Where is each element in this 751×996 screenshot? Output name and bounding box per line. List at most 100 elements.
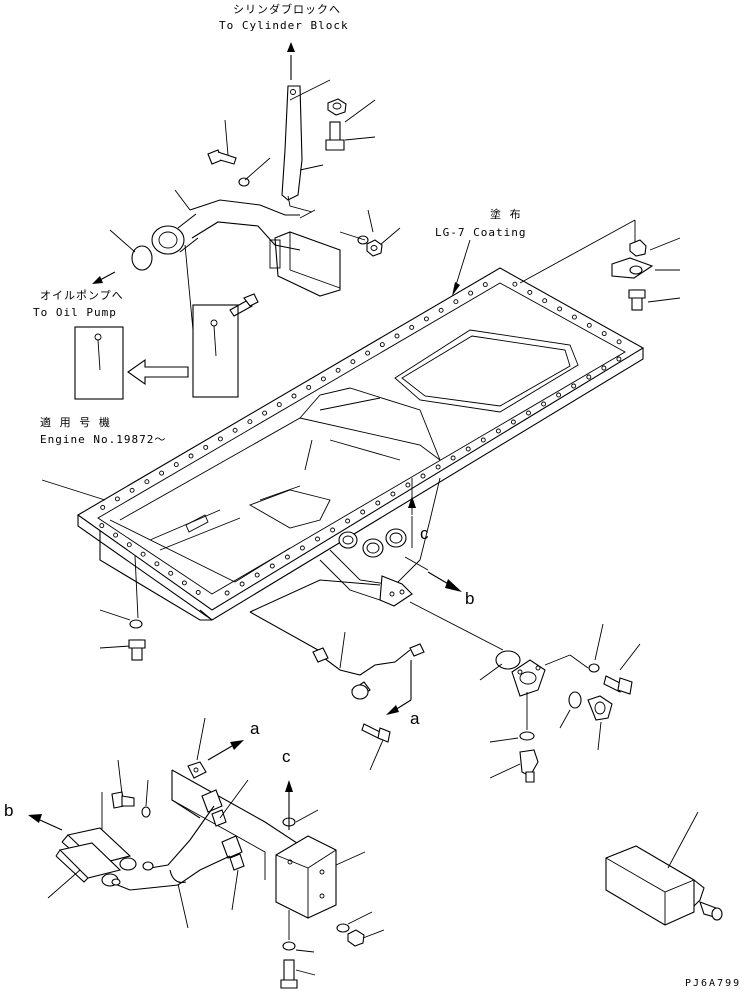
flange-bolt <box>603 643 641 695</box>
pan-bolt-hole <box>247 419 253 425</box>
pan-bolt-hole <box>542 298 548 304</box>
ref-b-left: b <box>4 801 14 820</box>
pan-bolt-hole <box>168 570 174 576</box>
pan-bolt-hole <box>276 402 282 408</box>
top-nut <box>327 98 347 116</box>
pan-bolt-hole <box>435 464 441 470</box>
pan-bolt-hole <box>173 462 179 468</box>
pan-bolt-hole <box>129 487 135 493</box>
harness-bolt <box>111 759 135 809</box>
pan-bolt-hole <box>350 359 356 365</box>
drain-plugs <box>338 528 413 607</box>
pan-bolt-hole <box>375 500 381 506</box>
pan-bolt <box>128 639 146 661</box>
pan-bolt-hole <box>113 532 119 538</box>
pan-bolt-hole <box>345 518 351 524</box>
pan-bolt-hole <box>556 392 562 398</box>
pan-bolt-hole <box>601 365 607 371</box>
flange-washer <box>588 623 604 673</box>
ref-a-lower: a <box>250 719 260 738</box>
top-leaders <box>109 79 401 253</box>
pan-bolt-hole <box>159 470 165 476</box>
pan-bolt-hole <box>140 551 146 557</box>
harness-bracket <box>171 717 301 911</box>
pan-bolt-hole <box>482 282 488 288</box>
pan-bolt-hole <box>254 572 260 578</box>
pan-bolt-hole <box>315 536 320 542</box>
pan-bolt-hole <box>330 527 336 533</box>
pan-bolt-hole <box>480 437 486 443</box>
pan-bolt-hole <box>239 581 245 587</box>
coating-label-jp: 塗 布 <box>490 208 522 221</box>
pan-bolt-hole <box>335 367 341 373</box>
pan-bolt-hole <box>203 444 209 450</box>
pipe-detail <box>605 811 723 926</box>
applicability-inset <box>74 244 239 400</box>
pressure-sensors <box>47 792 154 899</box>
pan-bolt-hole <box>224 590 230 596</box>
drain-plug <box>587 695 613 751</box>
pan-bolt-hole <box>601 331 607 337</box>
ref-c-pan: c <box>420 524 429 543</box>
pan-bolt-hole <box>365 350 371 356</box>
drawing-code: PJ6A799 <box>685 978 742 989</box>
pan-bolt-hole <box>541 401 547 407</box>
ref-b-right: b <box>465 589 475 608</box>
to-cylinder-block-label-jp: シリンダブロックへ <box>233 3 341 16</box>
pan-leaders <box>41 439 416 649</box>
pan-bolt-hole <box>465 446 471 452</box>
oil-pan <box>76 267 645 621</box>
pan-bolt-hole <box>438 307 444 313</box>
box-bolt <box>280 959 316 989</box>
pan-bolt-hole <box>100 504 106 510</box>
pan-bolt-hole <box>453 299 459 305</box>
pan-bolt-hole <box>527 289 533 295</box>
union-fitting <box>489 749 539 783</box>
switch-box <box>275 780 366 919</box>
ref-a-sensor: a <box>410 709 420 728</box>
pan-bolt-hole <box>586 374 592 380</box>
b-arrow-left <box>28 814 63 831</box>
pipe-gasket <box>131 245 153 271</box>
pan-bolt-hole <box>99 523 105 529</box>
pan-bolt-hole <box>420 473 426 479</box>
pan-bolt-hole <box>154 561 160 567</box>
pipe-nut <box>366 239 383 257</box>
pan-bolt-hole <box>320 376 326 382</box>
right-bracket <box>519 219 681 311</box>
pan-bolt-hole <box>114 496 120 502</box>
pan-bolt-hole <box>571 314 577 320</box>
pan-bolt-hole <box>284 554 290 560</box>
pan-bolt-hole <box>291 393 297 399</box>
pan-bolt-hole <box>616 356 622 362</box>
oil-level-sensor <box>249 579 425 715</box>
ref-c-box: c <box>282 747 291 766</box>
pan-washer <box>129 619 143 629</box>
box-nut <box>347 929 385 947</box>
pan-bolt-hole <box>616 339 622 345</box>
clamp-bolt <box>229 293 259 317</box>
sensor-flange <box>409 601 589 730</box>
pan-bolt-hole <box>188 453 194 459</box>
a-arrow-lower <box>207 740 244 761</box>
pan-bolt-hole <box>306 384 312 390</box>
pan-bolt-hole <box>390 491 396 497</box>
pan-bolt-hole <box>423 316 429 322</box>
bracket-bolt <box>207 149 237 165</box>
pan-bolt-hole <box>405 482 411 488</box>
union-washer <box>489 731 535 743</box>
suction-pipe-bracket <box>281 42 313 213</box>
pan-bolt-hole <box>394 333 400 339</box>
pan-bolt-hole <box>269 563 275 569</box>
pan-bolt-hole <box>360 509 366 515</box>
applicable-serial-label: Engine No.19872～ <box>40 433 167 446</box>
pan-bolt-hole <box>571 383 577 389</box>
pan-bolt-hole <box>526 410 531 416</box>
to-oil-pump-label: To Oil Pump <box>33 306 117 319</box>
pan-bolt-hole <box>232 427 238 433</box>
sensor-bolt <box>361 723 391 771</box>
to-oil-pump-label-jp: オイルポンプへ <box>40 289 124 302</box>
pan-bolt-hole <box>450 455 456 461</box>
pan-bolt-hole <box>495 428 501 434</box>
coating-pointer <box>452 239 471 296</box>
